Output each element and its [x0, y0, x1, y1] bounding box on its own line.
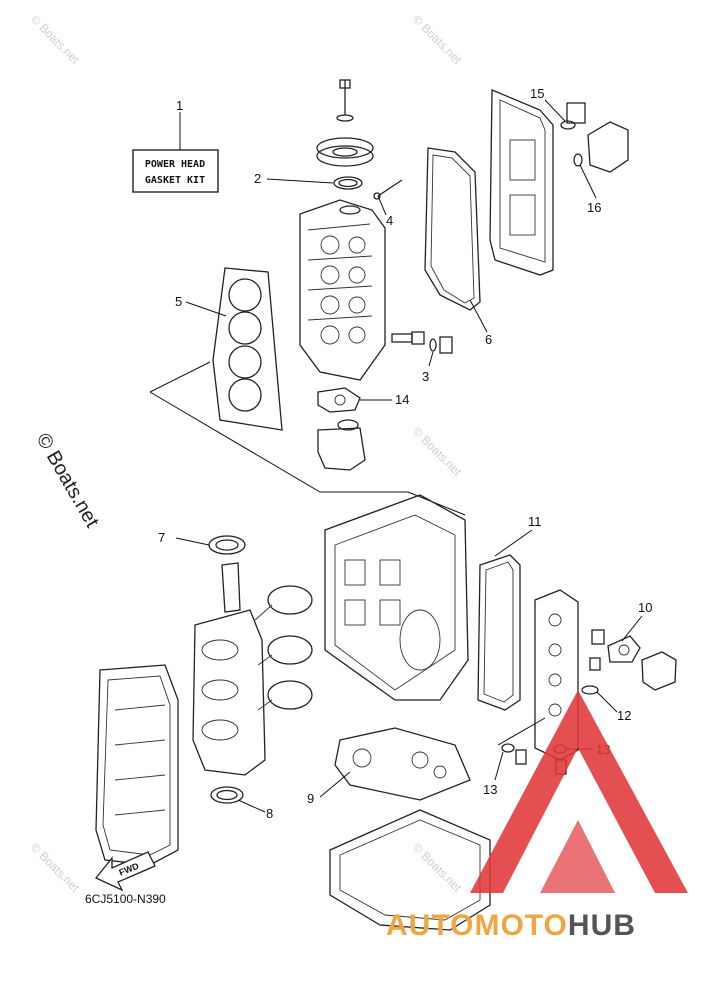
valve-cover	[489, 89, 554, 276]
callout-5: 5	[175, 294, 182, 309]
watermark: © Boats.net	[28, 12, 83, 67]
callout-10: 10	[638, 600, 652, 615]
cover-gasket	[424, 147, 488, 333]
fwd-arrow: FWD	[94, 851, 156, 892]
callout-6: 6	[485, 332, 492, 347]
watermark: © Boats.net	[410, 12, 465, 67]
head-gasket	[185, 267, 283, 431]
watermark: © Boats.net	[410, 424, 465, 479]
callout-13b: 13	[483, 782, 497, 797]
kit-label-line1: POWER HEAD	[145, 159, 205, 170]
callout-7: 7	[158, 530, 165, 545]
callout-11: 11	[528, 514, 542, 529]
diagram-code: 6CJ5100-N390	[85, 892, 166, 906]
callout-16: 16	[587, 200, 601, 215]
lower-crankcase	[329, 809, 491, 931]
sensor-parts	[544, 99, 629, 199]
exhaust-gasket	[477, 529, 533, 711]
callout-2: 2	[254, 171, 261, 186]
part-3-plug	[391, 331, 453, 367]
crank-seals	[175, 535, 266, 813]
callout-14: 14	[395, 392, 409, 407]
exhaust-cover	[534, 589, 579, 761]
watermark-large: © Boats.net	[32, 430, 104, 532]
cylinder-block	[324, 494, 469, 701]
thermostat-gasket	[317, 387, 392, 471]
logo-triangle-icon	[470, 690, 688, 893]
brand-part2: HUB	[568, 909, 636, 942]
crankshaft-pistons	[192, 562, 313, 776]
watermark-group: © Boats.net © Boats.net © Boats.net © Bo…	[28, 12, 465, 895]
part-4-washer	[373, 179, 403, 216]
thermostat-parts-right	[581, 615, 677, 713]
brand-logo	[470, 690, 688, 893]
cylinder-head	[299, 199, 386, 381]
left-plate	[95, 664, 179, 866]
watermark: © Boats.net	[28, 840, 83, 895]
brand-text: AUTOMOTOHUB	[386, 909, 636, 942]
watermark: © Boats.net	[410, 840, 465, 895]
gasket-kit-label: POWER HEAD GASKET KIT	[132, 112, 219, 193]
oil-seal-top	[266, 176, 363, 190]
callouts: 1 2 3 4 5 6 7 8 9 10 11 12 13 13 14 15 1…	[158, 86, 652, 821]
timing-pulley	[316, 79, 374, 167]
brand-part1: AUTOMOTO	[386, 909, 568, 942]
callout-3: 3	[422, 369, 429, 384]
callout-4: 4	[386, 213, 393, 228]
lower-gasket	[319, 727, 471, 801]
callout-9: 9	[307, 791, 314, 806]
callout-8: 8	[266, 806, 273, 821]
callout-1: 1	[176, 98, 183, 113]
callout-12: 12	[617, 708, 631, 723]
kit-label-line2: GASKET KIT	[145, 175, 205, 186]
callout-15: 15	[530, 86, 544, 101]
